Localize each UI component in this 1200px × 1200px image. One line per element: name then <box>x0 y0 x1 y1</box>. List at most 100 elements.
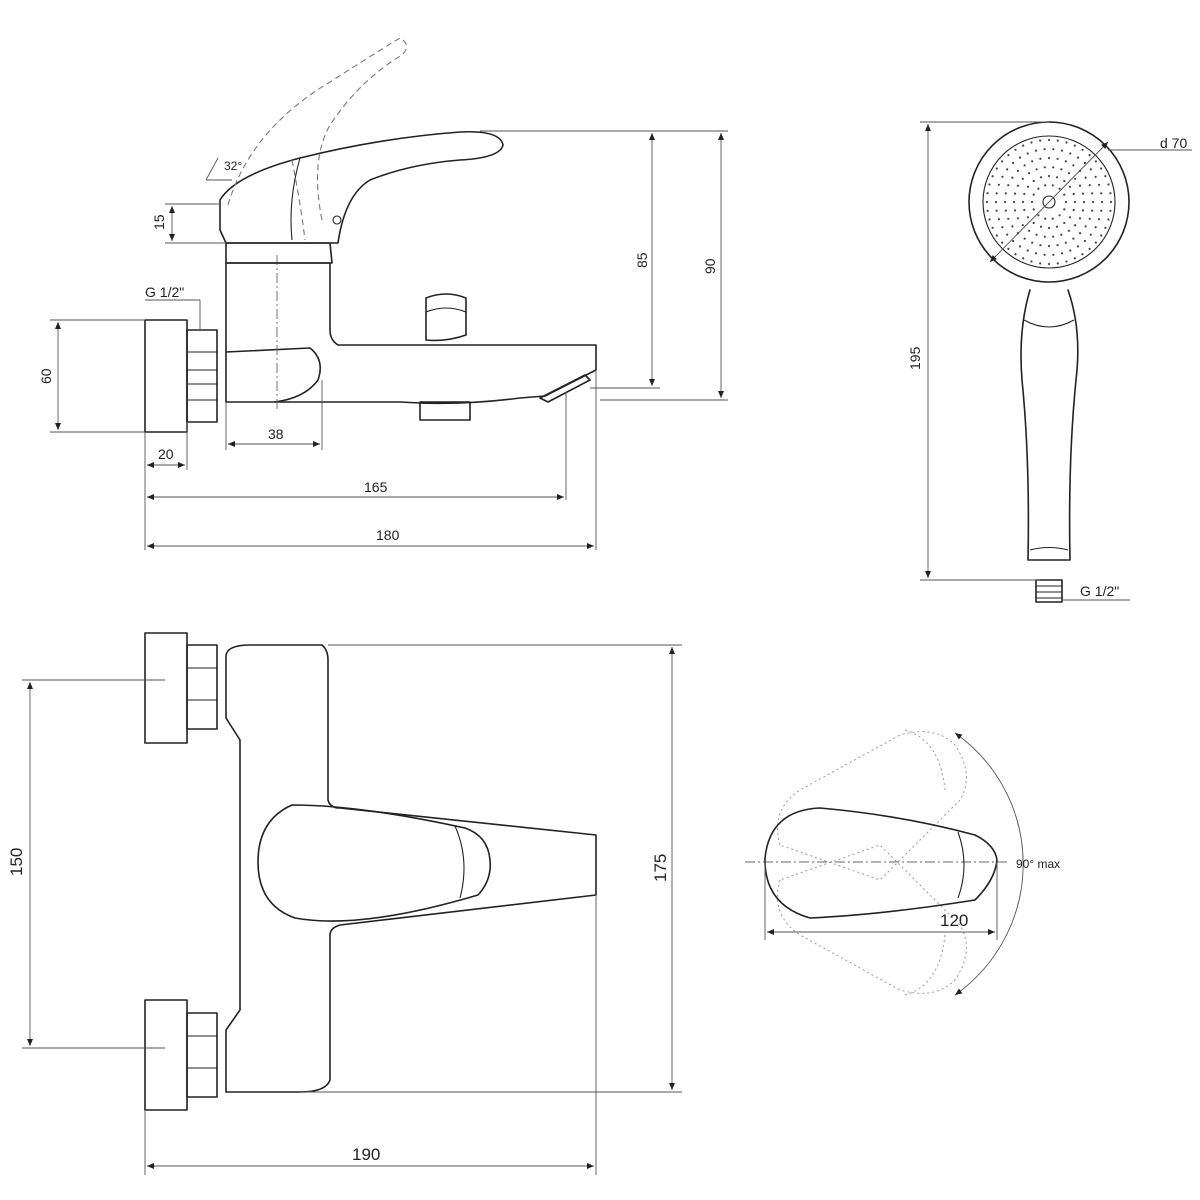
spray-nozzle <box>1034 149 1038 152</box>
outlet-nut <box>419 401 471 421</box>
spray-nozzle <box>1023 237 1026 240</box>
spray-nozzle <box>1091 192 1094 195</box>
spray-nozzle <box>1100 192 1103 195</box>
spray-nozzle <box>1028 229 1031 232</box>
spray-nozzle <box>1004 192 1007 195</box>
spray-nozzle <box>1094 160 1097 163</box>
spray-nozzle <box>1003 200 1007 204</box>
spray-nozzle <box>1039 225 1043 228</box>
lever-raised-dashed <box>227 37 408 221</box>
spray-nozzle <box>1026 152 1029 155</box>
spray-nozzle <box>1034 252 1038 255</box>
spray-nozzle <box>1039 262 1042 265</box>
spray-nozzle <box>1039 157 1042 160</box>
spray-nozzle <box>1060 149 1064 152</box>
spray-nozzle <box>1023 164 1026 167</box>
spray-nozzle <box>1011 176 1014 179</box>
handle-current <box>764 807 998 919</box>
spray-nozzle <box>1014 253 1017 256</box>
spray-nozzle <box>1016 217 1020 220</box>
spray-nozzle <box>1001 175 1004 178</box>
dim-thread-side: G 1/2" <box>145 284 184 300</box>
spray-nozzle <box>1051 184 1054 187</box>
spray-nozzle <box>1006 233 1009 236</box>
spray-nozzle <box>1088 217 1091 220</box>
spray-nozzle <box>1026 185 1030 188</box>
spray-nozzle <box>1001 241 1004 244</box>
spray-nozzle <box>1035 233 1038 236</box>
spray-nozzle <box>1023 208 1026 212</box>
spray-nozzle <box>1081 209 1085 212</box>
dim-85: 85 <box>634 252 650 268</box>
spray-nozzle <box>1078 217 1082 220</box>
spray-nozzle <box>1055 225 1059 228</box>
dim-38: 38 <box>268 426 284 442</box>
spray-nozzle <box>1047 244 1051 248</box>
spray-nozzle <box>1083 239 1086 243</box>
spray-nozzle <box>1065 260 1068 263</box>
shower-thread-connector <box>1035 579 1063 603</box>
spray-nozzle <box>1073 144 1076 147</box>
spray-nozzle <box>991 175 994 178</box>
spray-nozzle <box>988 218 991 221</box>
dim-60: 60 <box>38 368 54 384</box>
spray-nozzle <box>1026 216 1030 219</box>
spray-nozzle <box>1072 192 1075 196</box>
spray-nozzle <box>1022 257 1025 260</box>
spray-nozzle <box>1007 217 1010 220</box>
spray-nozzle <box>1047 156 1051 160</box>
spray-nozzle <box>1013 192 1017 195</box>
spray-nozzle <box>1043 166 1046 169</box>
spray-nozzle <box>1021 224 1024 227</box>
spray-nozzle <box>1063 193 1066 196</box>
spray-nozzle <box>1083 161 1086 165</box>
handle-rotated-up <box>777 731 967 881</box>
spray-nozzle <box>1073 257 1076 260</box>
spray-nozzle <box>1107 218 1110 221</box>
top-flange-upper <box>144 632 188 744</box>
spray-nozzle <box>1007 154 1010 157</box>
spray-nozzle <box>1035 168 1038 171</box>
dim-190: 190 <box>352 1145 380 1164</box>
spray-nozzle <box>1074 224 1077 227</box>
spray-nozzle <box>1030 141 1033 144</box>
dim-150: 150 <box>7 848 26 876</box>
spray-nozzle <box>1064 241 1067 244</box>
spray-nozzle <box>1031 241 1034 244</box>
spray-nozzle <box>1073 200 1077 204</box>
spray-nozzle <box>1056 262 1059 265</box>
spray-nozzle <box>1067 172 1070 175</box>
spray-nozzle <box>1004 209 1007 212</box>
spray-nozzle <box>1047 262 1051 266</box>
spray-nozzle <box>1094 226 1097 229</box>
spray-nozzle <box>1052 148 1055 151</box>
side-view: 32° 15 85 90 G 1/2" 60 38 20 <box>38 37 728 550</box>
spray-nozzle <box>1081 253 1084 256</box>
spray-nozzle <box>1014 148 1017 151</box>
spray-nozzle <box>1094 175 1097 178</box>
spray-nozzle <box>1068 216 1072 219</box>
spray-nozzle <box>1056 157 1059 160</box>
spray-nozzle <box>1089 233 1092 236</box>
spray-nozzle <box>1052 253 1055 256</box>
spray-nozzle <box>1011 225 1014 228</box>
spray-nozzle <box>997 183 1001 186</box>
spray-nozzle <box>997 218 1001 221</box>
spray-nozzle <box>1058 187 1061 190</box>
diverter-knob <box>425 293 467 342</box>
spray-nozzle <box>1064 200 1068 204</box>
top-flange-lower <box>144 999 188 1111</box>
spray-nozzle <box>1088 247 1091 250</box>
spray-nozzle <box>1109 209 1112 212</box>
dim-175: 175 <box>651 854 670 882</box>
spray-nozzle <box>1016 169 1020 172</box>
top-lever <box>257 804 492 922</box>
spray-nozzle <box>1001 226 1004 229</box>
spray-nozzle <box>1051 217 1054 220</box>
spray-nozzle <box>995 234 998 237</box>
spray-nozzle <box>1044 217 1047 220</box>
spray-nozzle <box>1023 192 1026 196</box>
spray-nozzle <box>1081 148 1084 151</box>
spray-nozzle <box>1016 184 1020 187</box>
spray-nozzle <box>1082 200 1086 204</box>
